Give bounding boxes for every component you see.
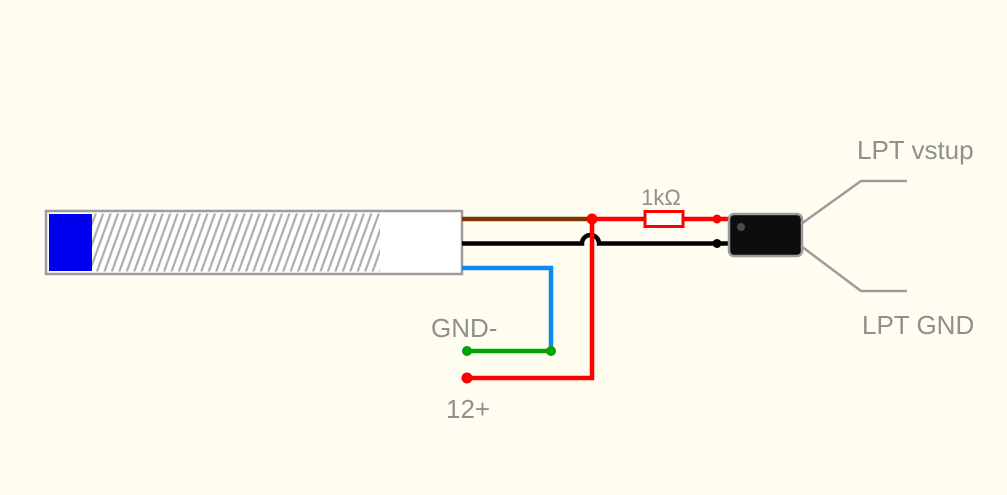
junction-dot-green-right [546, 346, 556, 356]
lead-line-lpt-signal [800, 179, 907, 226]
connector-pin-dot [737, 223, 745, 231]
supply-wire-label: 12+ [446, 394, 490, 424]
resistor [643, 210, 685, 228]
terminal-dot-red [712, 214, 722, 224]
resistor-value-label: 1kΩ [641, 185, 681, 210]
probe-tip [49, 214, 92, 271]
lpt-connector-block [727, 212, 804, 258]
junction-dot-red-top [586, 213, 598, 225]
wire-red-supply [467, 219, 595, 381]
terminal-dot-supply [461, 372, 473, 384]
lpt-ground-label: LPT GND [862, 310, 974, 340]
probe-coil-hatch [91, 213, 380, 272]
terminal-dot-black [712, 239, 722, 248]
lpt-signal-label: LPT vstup [857, 135, 974, 165]
wire-blue [462, 265, 554, 349]
lead-line-lpt-ground [800, 245, 907, 293]
terminal-dot-green-left [462, 346, 472, 356]
gnd-wire-label: GND- [431, 313, 497, 343]
